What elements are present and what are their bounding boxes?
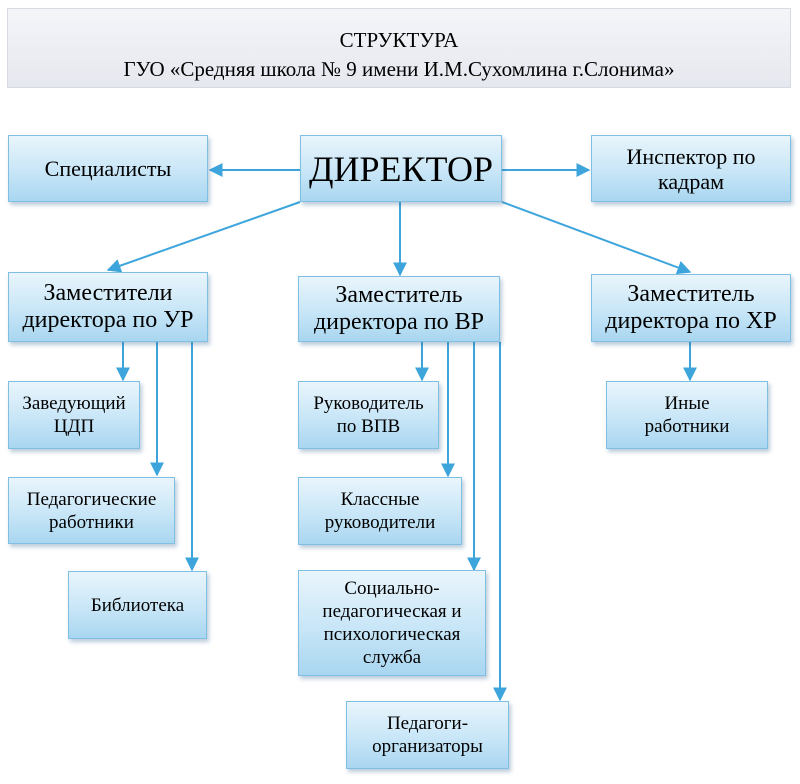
diagram-title-box: СТРУКТУРА ГУО «Средняя школа № 9 имени И… (7, 8, 791, 88)
node-hr-inspector: Инспектор по кадрам (591, 135, 791, 202)
diagram-title: СТРУКТУРА (339, 28, 459, 52)
node-specialists: Специалисты (8, 135, 208, 202)
diagram-subtitle: ГУО «Средняя школа № 9 имени И.М.Сухомли… (123, 57, 675, 81)
arrow-director-deputy-ur (106, 201, 301, 273)
node-head-cdp: Заведующий ЦДП (8, 381, 140, 449)
node-social-service: Социально-педагогическая и психологическ… (298, 570, 486, 676)
node-deputy-hr: Заместитель директора по ХР (591, 274, 791, 342)
node-library: Библиотека (68, 571, 207, 639)
node-teachers: Педагогические работники (8, 477, 175, 544)
node-other-staff: Иные работники (606, 381, 768, 449)
node-deputy-ur: Заместители директора по УР (8, 272, 208, 342)
node-deputy-vr: Заместитель директора по ВР (298, 276, 500, 342)
node-organizers: Педагоги-организаторы (346, 701, 509, 769)
node-director: ДИРЕКТОР (300, 135, 502, 202)
arrow-director-deputy-hr (501, 201, 692, 275)
node-head-vpv: Руководитель по ВПВ (298, 381, 439, 449)
node-class-teachers: Классные руководители (298, 477, 462, 545)
